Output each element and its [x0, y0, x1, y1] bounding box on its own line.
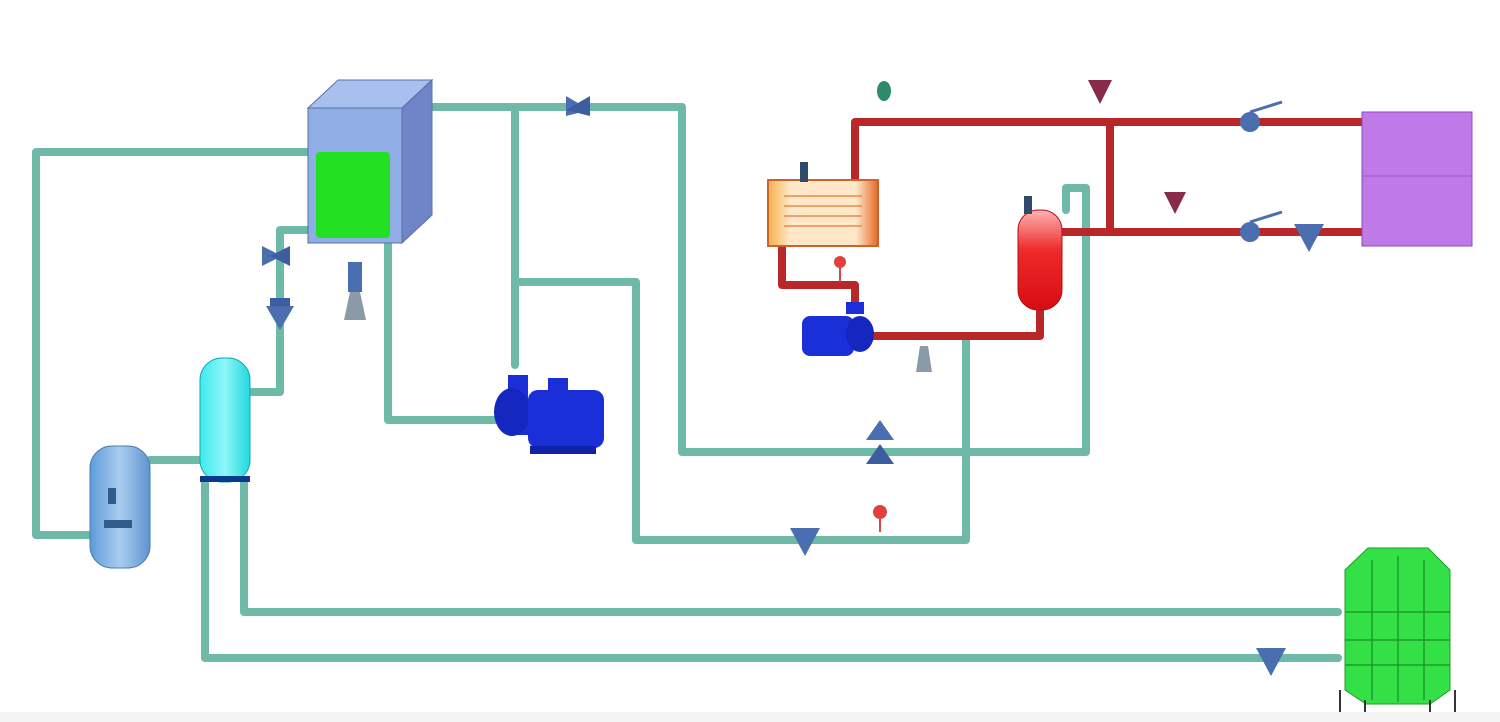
- compressor: [89, 445, 151, 569]
- circulating-pump-small: [802, 302, 874, 356]
- expansion-valve: [262, 246, 290, 266]
- condenser: [199, 357, 251, 483]
- overvoltage-protector-icon: [834, 256, 846, 282]
- pipe-heater-pump: [778, 241, 859, 309]
- flow-switch-valve: [566, 96, 590, 116]
- pipe-tank-to-pump: [384, 236, 499, 424]
- water-flow-indicator-icon: [916, 346, 932, 372]
- temperature-sensor-top: [1088, 80, 1112, 104]
- check-valve-mid: [1294, 224, 1324, 252]
- pipe-left-loop: [32, 148, 312, 539]
- y-filter: [790, 528, 820, 556]
- circulating-pump-big: [494, 375, 604, 454]
- pipe-pump-vessel: [868, 301, 1044, 340]
- hot-pipes: [778, 118, 1366, 340]
- pipe-tank-top-right: [428, 103, 1090, 456]
- heater-temp-sensor: [800, 162, 808, 182]
- filter-left: [266, 298, 294, 330]
- heater: [767, 179, 879, 247]
- cooling-solenoid-valve: [866, 420, 894, 464]
- pipe-mid-loop: [511, 278, 970, 544]
- water-tank: [306, 78, 434, 245]
- ball-valve-mid: [1240, 210, 1283, 242]
- tank-level-window: [316, 152, 390, 238]
- pipe-cond-tower-2: [201, 476, 1342, 662]
- pressure-display-gauge: [877, 81, 891, 101]
- mold: [1361, 111, 1473, 247]
- vessel-temp-sensor: [1024, 196, 1032, 214]
- y-filter-tower: [1256, 648, 1286, 676]
- temperature-sensor-mid: [1164, 192, 1186, 214]
- water-level-sensor: [344, 262, 366, 320]
- pipe-hot-top: [851, 118, 1366, 186]
- cooling-tower: [1339, 547, 1456, 718]
- pipe-cond-tower-1: [240, 476, 1342, 616]
- hot-water-vessel: [1017, 209, 1063, 311]
- bottom-strip: [0, 712, 1500, 722]
- low-pressure-protector-icon: [873, 505, 887, 532]
- ball-valve-top: [1240, 100, 1283, 132]
